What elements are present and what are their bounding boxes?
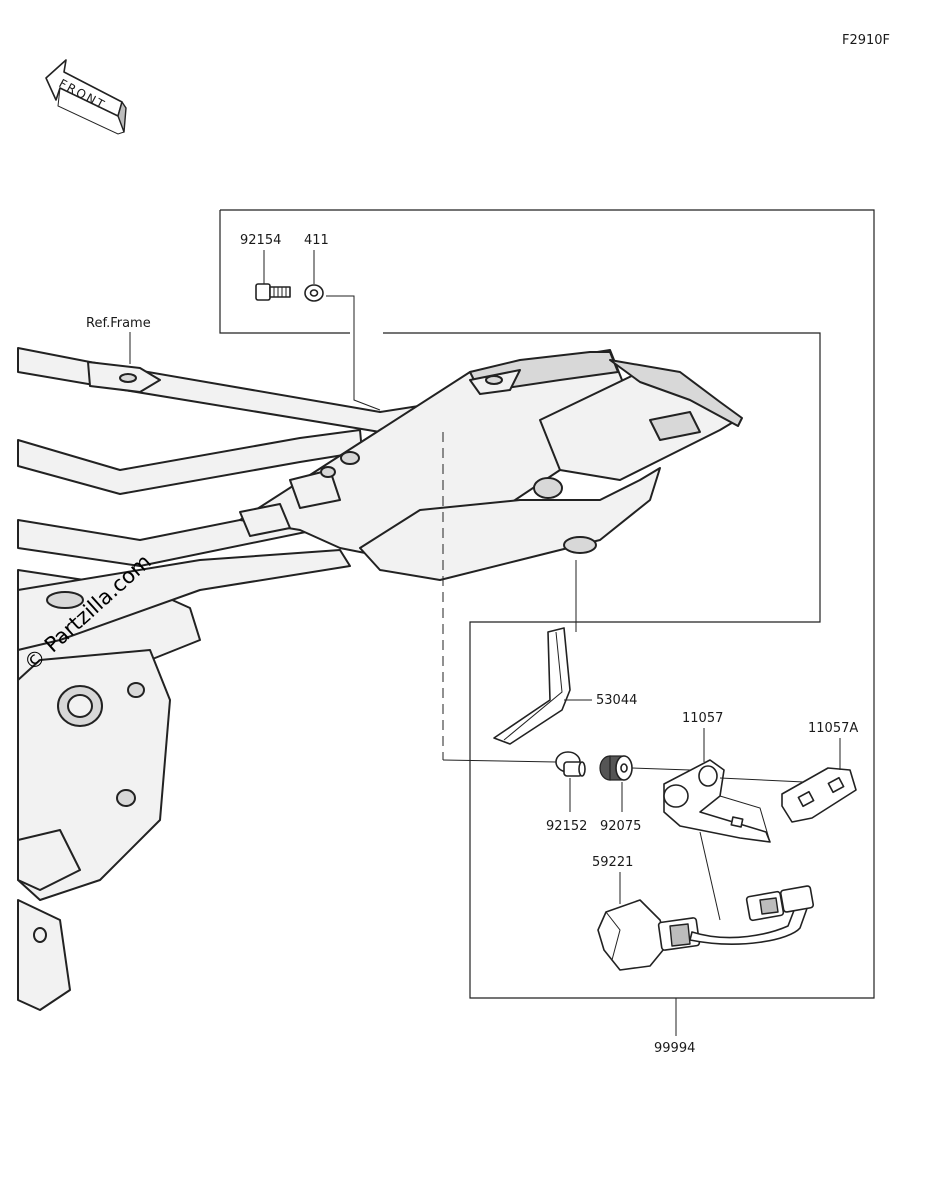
part-label-59221: 59221 xyxy=(592,855,633,870)
hex-key-53044 xyxy=(493,627,571,745)
leader-411-frame xyxy=(326,295,381,411)
part-label-53044: 53044 xyxy=(596,693,637,708)
part-label-92075: 92075 xyxy=(600,819,641,834)
leader-11057A-line xyxy=(719,777,805,783)
kit-outline xyxy=(219,209,875,999)
leader-59221-line xyxy=(699,831,721,921)
part-label-92152: 92152 xyxy=(546,819,587,834)
frame-assembly xyxy=(17,347,743,1011)
lock-59221 xyxy=(597,885,815,971)
leader-11057-line xyxy=(631,767,691,771)
leader-92152-line xyxy=(442,759,557,763)
part-label-92154: 92154 xyxy=(240,233,281,248)
bracket-11057 xyxy=(663,759,771,843)
part-label-99994: 99994 xyxy=(654,1041,695,1056)
part-label-11057A: 11057A xyxy=(808,721,858,736)
part-label-411: 411 xyxy=(304,233,329,248)
bolt-92154 xyxy=(255,283,291,301)
diagram-code: F2910F xyxy=(842,33,890,48)
part-label-11057: 11057 xyxy=(682,711,723,726)
front-arrow-icon: FRONT xyxy=(45,59,127,135)
bracket-11057A xyxy=(781,767,857,823)
collar-92152 xyxy=(555,751,586,777)
ref-frame-label: Ref.Frame xyxy=(86,316,151,331)
washer-411 xyxy=(304,284,324,302)
damper-92075 xyxy=(599,755,633,781)
